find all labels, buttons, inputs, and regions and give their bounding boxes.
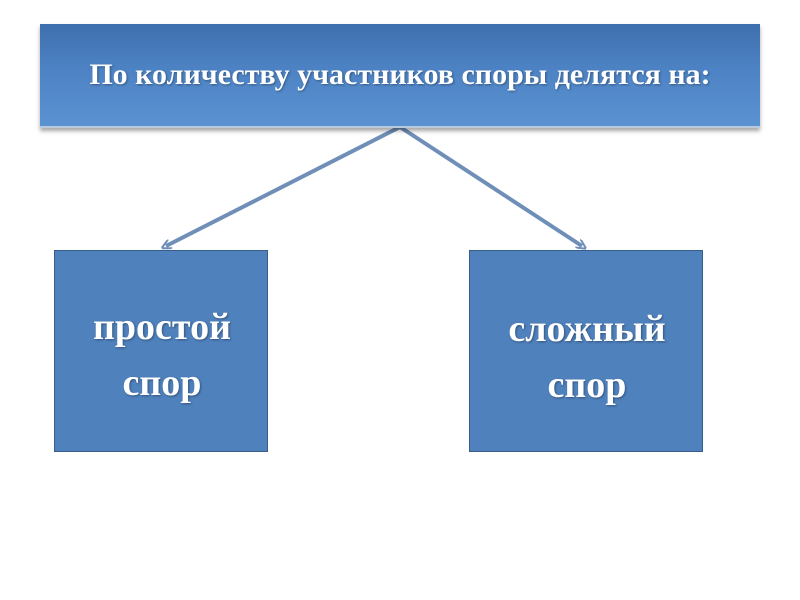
header-title: По количеству участников споры делятся н…	[89, 58, 711, 91]
node-simple-dispute: простой спор	[54, 250, 268, 452]
node-simple-dispute-label: простой спор	[93, 306, 231, 404]
arrow-to-simple	[166, 125, 401, 246]
node-complex-dispute: сложный спор	[469, 250, 703, 452]
header-box: По количеству участников споры делятся н…	[40, 24, 760, 128]
arrow-to-complex	[398, 125, 582, 246]
node-complex-dispute-label: сложный спор	[508, 308, 666, 406]
